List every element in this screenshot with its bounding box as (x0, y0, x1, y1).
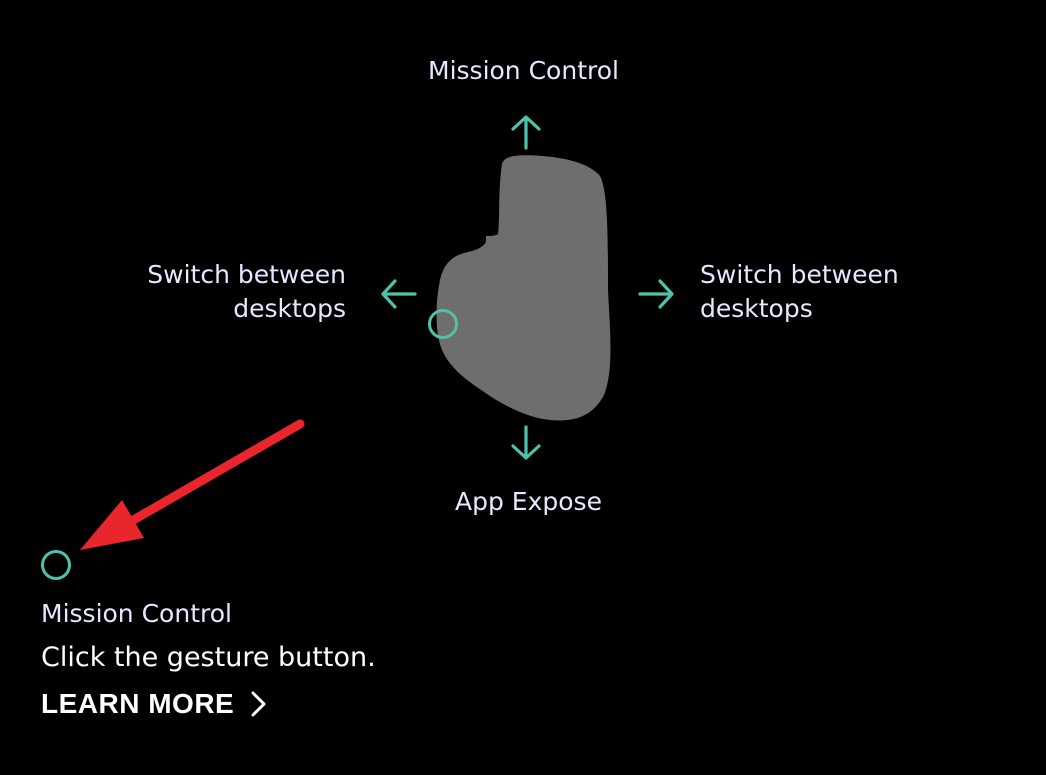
arrow-down-icon (511, 425, 541, 460)
gesture-button-ring-icon[interactable] (428, 309, 458, 339)
gesture-down-label: App Expose (455, 487, 602, 516)
info-ring-icon[interactable] (41, 550, 71, 580)
gesture-right-label: Switch between desktops (700, 258, 899, 326)
learn-more-link[interactable]: LEARN MORE (41, 688, 270, 720)
gesture-left-label-line2: desktops (233, 294, 346, 323)
gesture-up-label: Mission Control (428, 56, 619, 85)
arrow-right-icon (638, 279, 674, 309)
arrow-up-icon (511, 115, 541, 150)
arrow-left-icon (381, 279, 417, 309)
gesture-right-label-line2: desktops (700, 294, 813, 323)
annotation-arrow-icon (80, 419, 305, 550)
gesture-left-label: Switch between desktops (100, 258, 346, 326)
gesture-left-label-line1: Switch between (147, 260, 346, 289)
info-description: Click the gesture button. (41, 642, 376, 673)
info-title: Mission Control (41, 599, 232, 628)
chevron-right-icon (251, 691, 266, 717)
mouse-icon (436, 155, 611, 421)
gesture-right-label-line1: Switch between (700, 260, 899, 289)
learn-more-label: LEARN MORE (41, 688, 235, 719)
